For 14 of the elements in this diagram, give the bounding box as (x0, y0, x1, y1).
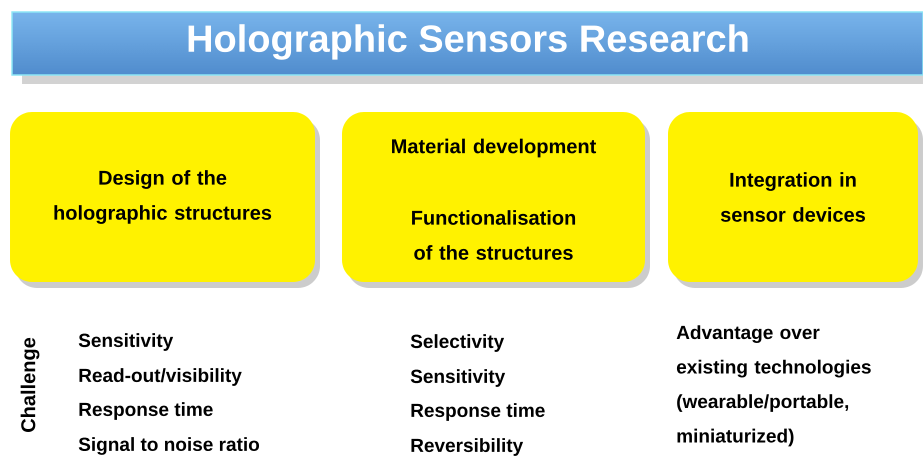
list-item: Reversibility (411, 438, 524, 456)
list-item: Read-out/visibility (79, 368, 242, 386)
process-box: Material development Functionalisation of the structures (342, 112, 650, 288)
row-heading: Challenge (20, 338, 40, 432)
list-item: Sensitivity (410, 369, 506, 387)
list-item: Response time (411, 403, 545, 421)
list-item: Advantage over existing technologies (wearable/portable, miniaturized) (676, 325, 871, 446)
process-box: Integration in sensor devices (668, 112, 923, 288)
list-item: Sensitivity (78, 333, 174, 351)
list-item: Signal to noise ratio (78, 437, 260, 455)
title-banner: Holographic Sensors Research (11, 11, 923, 84)
process-box: Design of the holographic structures (10, 112, 320, 288)
list-item: Response time (79, 402, 213, 420)
list-item: Selectivity (410, 334, 504, 352)
